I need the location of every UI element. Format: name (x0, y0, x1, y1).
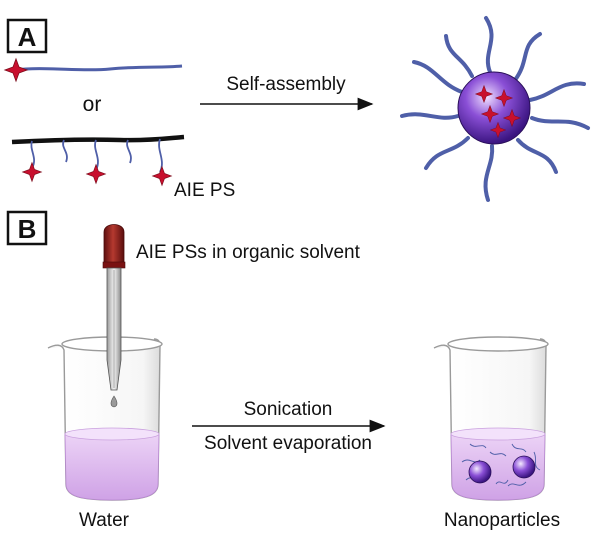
dropper-icon (102, 224, 126, 408)
solvent-evaporation-label: Solvent evaporation (204, 433, 372, 454)
aie-ps-star-icon (86, 164, 106, 184)
aie-ps-label: AIE PS (174, 180, 235, 201)
nanoparticle-beaker (433, 336, 549, 501)
drop (110, 395, 118, 408)
beaker-rim (447, 336, 549, 352)
water-surface (64, 427, 160, 441)
panel-b-label-box (6, 210, 48, 246)
panel-b: B AIE PSs in organic solvent Sonication … (6, 210, 560, 531)
water-liquid (64, 433, 160, 501)
panel-a-label-box (6, 18, 48, 54)
panel-a: A or AIE PS Self-assembly (4, 16, 590, 202)
linear-polymer-chain (13, 64, 183, 72)
dropper-label: AIE PSs in organic solvent (136, 242, 361, 263)
dropper-collar (102, 261, 126, 269)
water-beaker (47, 336, 163, 501)
water-label: Water (79, 510, 130, 531)
nanoparticle (468, 460, 492, 484)
nanoparticle-liquid (450, 433, 546, 501)
nanoparticles-label: Nanoparticles (444, 510, 560, 531)
self-assembly-label: Self-assembly (226, 74, 346, 95)
aie-ps-star-icon (22, 162, 42, 182)
panel-a-label: A (18, 22, 37, 52)
panel-b-label: B (18, 214, 37, 244)
sonication-label: Sonication (244, 399, 333, 420)
polymer-backbone (11, 134, 185, 145)
micelle (400, 16, 590, 202)
micelle-core (457, 71, 531, 145)
liquid-surface (450, 427, 546, 441)
nanoparticle (512, 455, 536, 479)
aie-ps-star-icon (4, 58, 28, 82)
or-label: or (83, 93, 102, 116)
micelle-chains (400, 16, 590, 202)
dropper-bulb (103, 224, 125, 266)
aie-ps-star-icon (152, 166, 172, 186)
